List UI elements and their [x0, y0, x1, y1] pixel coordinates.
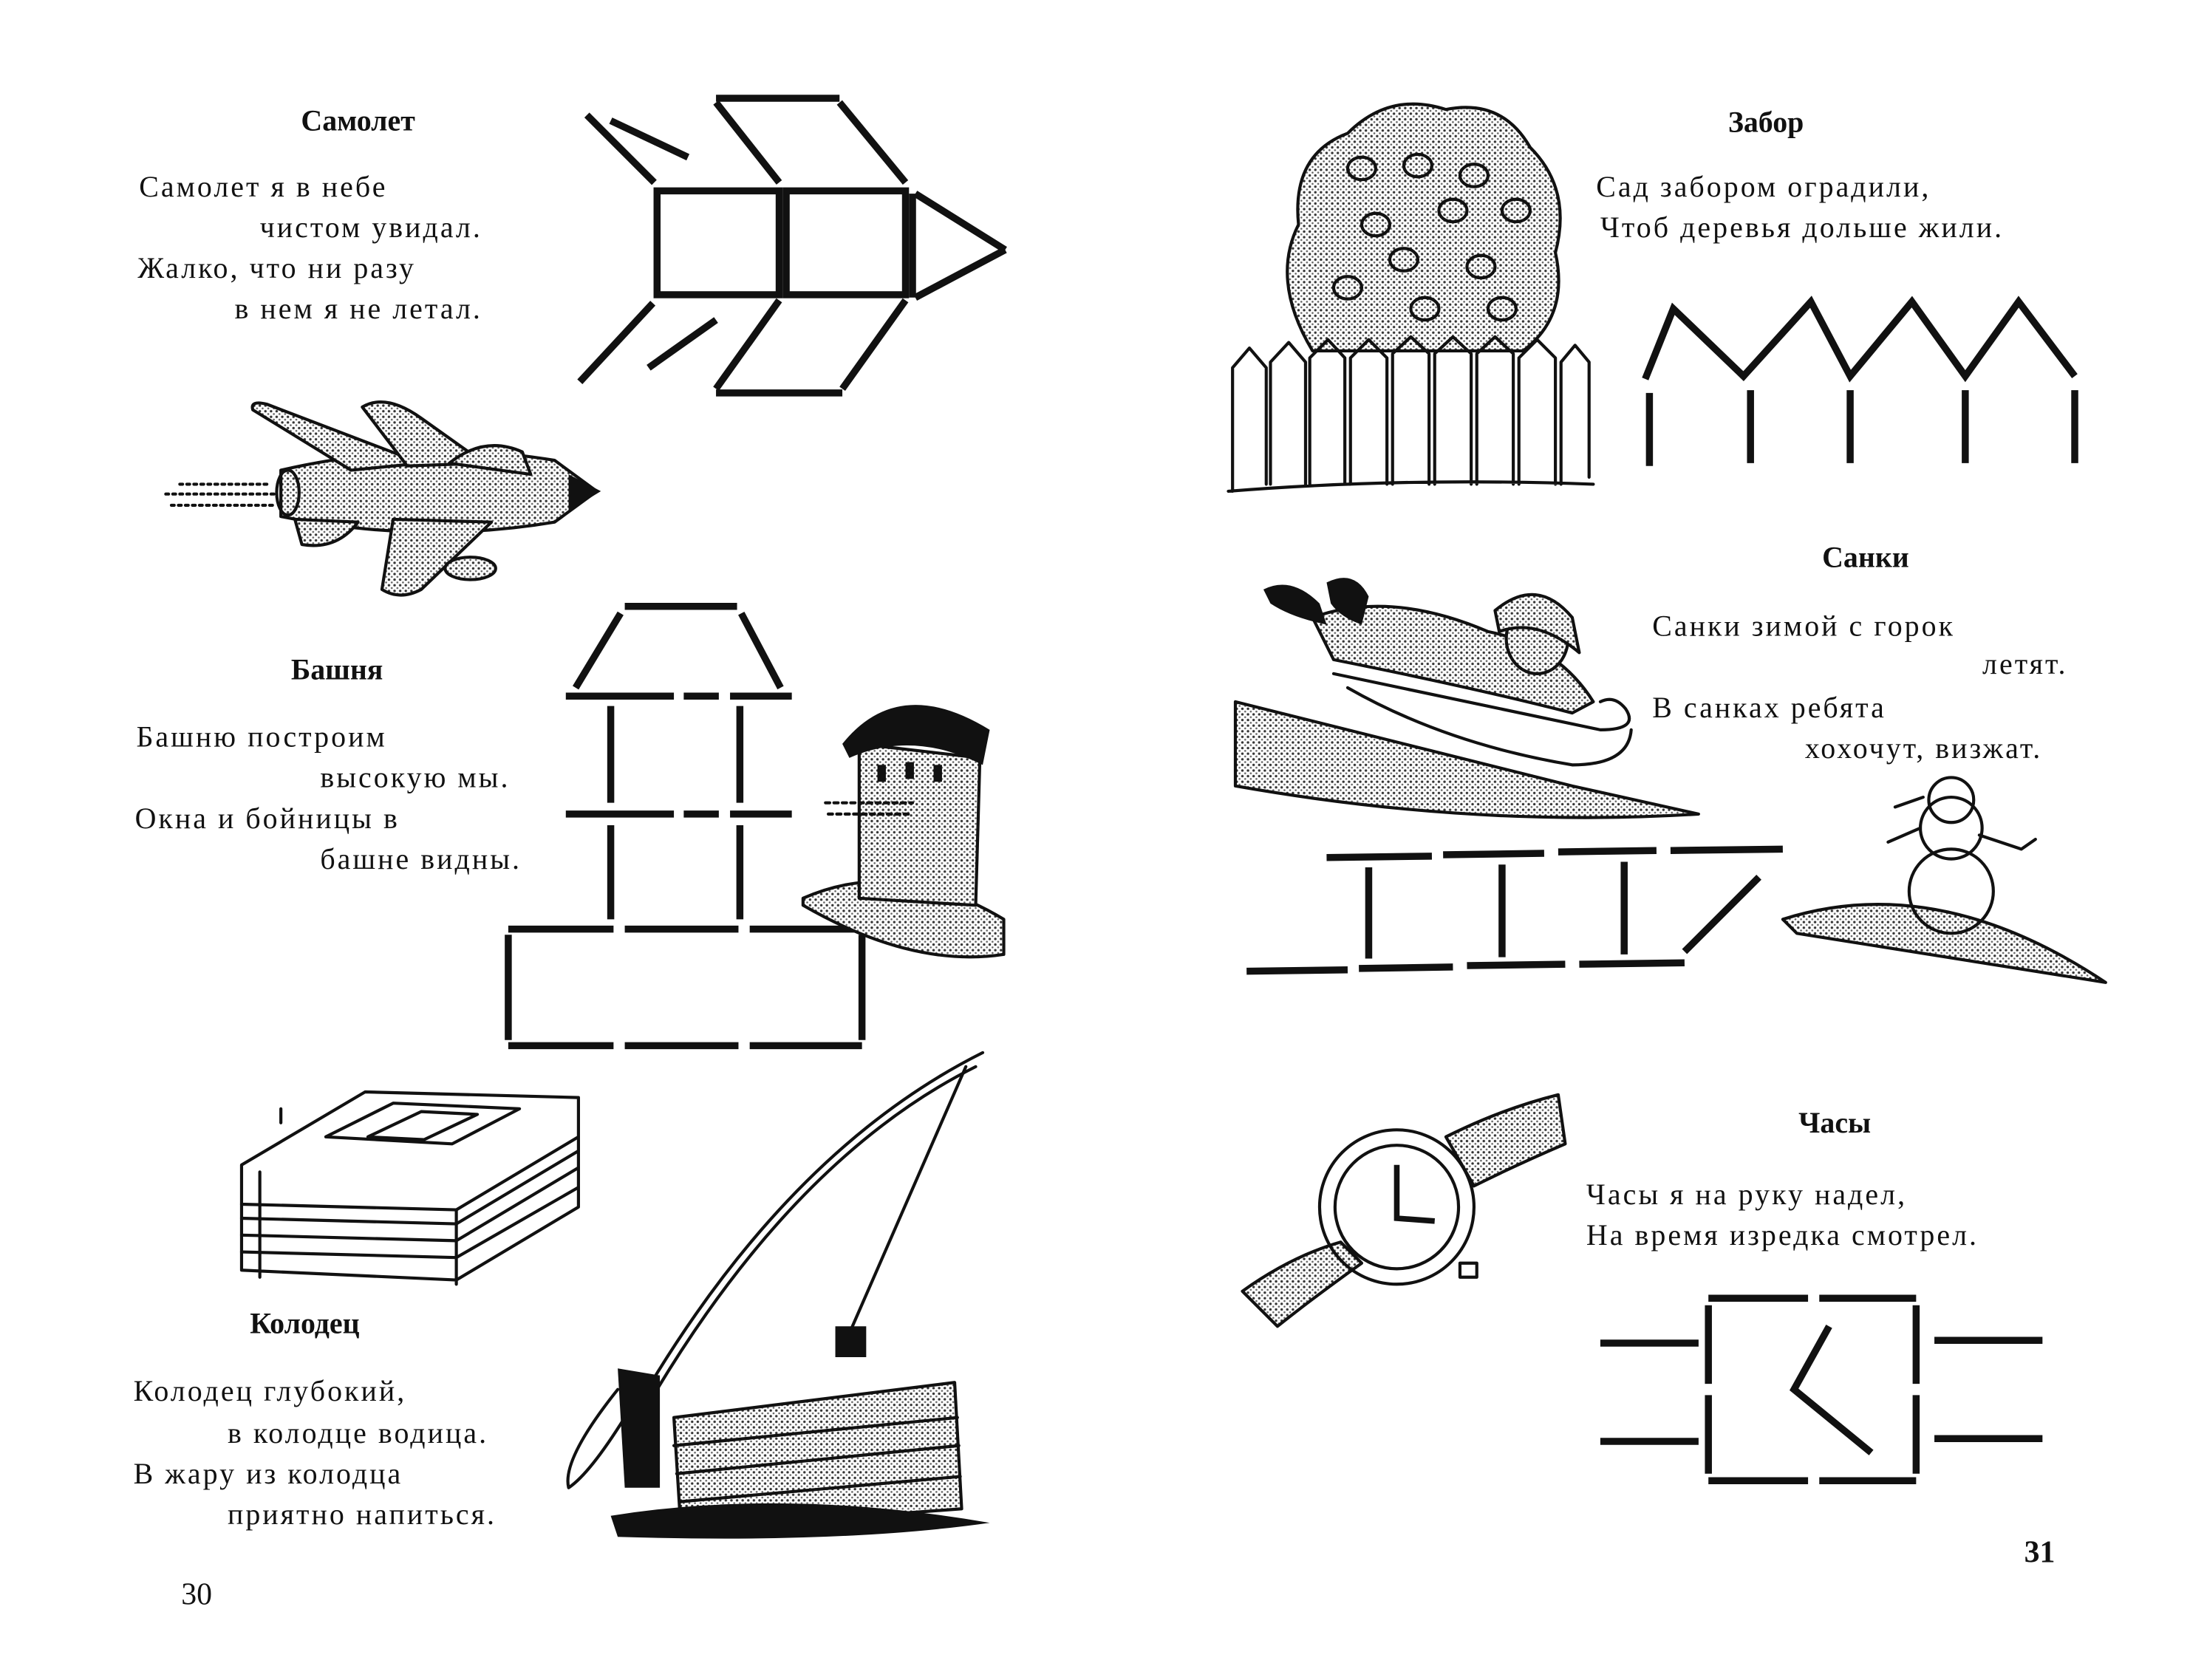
page-number: 31	[2024, 1535, 2056, 1569]
verse-line: Чтоб деревья дольше жили.	[1600, 211, 2004, 244]
verse-line: летят.	[1982, 647, 2067, 680]
verse-line: Жалко, что ни разу	[137, 251, 416, 284]
section-title: Колодец	[250, 1307, 359, 1340]
verse-line: приятно напиться.	[228, 1498, 497, 1531]
tower-stick-figure	[505, 602, 866, 1050]
section-title: Санки	[1822, 540, 1909, 573]
verse-line: в колодце водица.	[228, 1416, 488, 1449]
section-sled: Санки Санки зимой с горок летят. В санка…	[1652, 540, 2067, 765]
right-page: Забор Сад забором оградили, Чтоб деревья…	[1227, 102, 2107, 1569]
section-title: Башня	[291, 652, 383, 686]
section-fence: Забор Сад забором оградили, Чтоб деревья…	[1596, 106, 2004, 244]
section-tower: Башня Башню построим высокую мы. Окна и …	[135, 652, 522, 875]
section-watch: Часы Часы я на руку надел, На время изре…	[1586, 1106, 1979, 1252]
page-number: 30	[181, 1577, 212, 1611]
tower-illustration	[801, 705, 1006, 959]
verse-line: В жару из колодца	[134, 1457, 403, 1490]
sled-illustration	[1233, 578, 1700, 819]
verse-line: высокую мы.	[320, 761, 510, 794]
verse-line: Санки зимой с горок	[1652, 609, 1955, 643]
verse-line: На время изредка смотрел.	[1586, 1218, 1979, 1252]
left-page: Самолет Самолет я в небе чистом увидал. …	[134, 95, 1007, 1611]
verse-line: башне видны.	[320, 842, 522, 875]
verse-line: Сад забором оградили,	[1596, 170, 1931, 203]
verse-line: Самолет я в небе	[139, 170, 387, 203]
verse-line: Часы я на руку надел,	[1586, 1178, 1907, 1211]
section-airplane: Самолет Самолет я в небе чистом увидал. …	[137, 104, 482, 326]
verse-line: Башню построим	[136, 720, 386, 754]
verse-line: Колодец глубокий,	[134, 1374, 407, 1407]
watch-stick-figure	[1600, 1294, 2043, 1484]
airplane-stick-figure	[577, 95, 1007, 397]
verse-line: В санках ребята	[1652, 691, 1886, 724]
verse-line: Окна и бойницы в	[135, 802, 400, 835]
watch-illustration	[1241, 1093, 1567, 1328]
verse-line: хохочут, визжат.	[1805, 731, 2042, 765]
section-title: Часы	[1798, 1106, 1871, 1139]
section-title: Самолет	[301, 104, 415, 137]
sled-stick-figure	[1246, 845, 1783, 975]
well-illustration	[566, 1051, 990, 1539]
airplane-illustration	[164, 400, 601, 597]
fence-stick-figure	[1642, 296, 2078, 466]
section-well: Колодец Колодец глубокий, в колодце води…	[134, 1307, 497, 1531]
tree-fence-illustration	[1227, 102, 1595, 494]
section-title: Забор	[1728, 106, 1804, 139]
verse-line: в нем я не летал.	[234, 292, 482, 325]
snowman-illustration	[1781, 776, 2107, 984]
crate-illustration	[239, 1090, 580, 1286]
verse-line: чистом увидал.	[260, 211, 482, 244]
